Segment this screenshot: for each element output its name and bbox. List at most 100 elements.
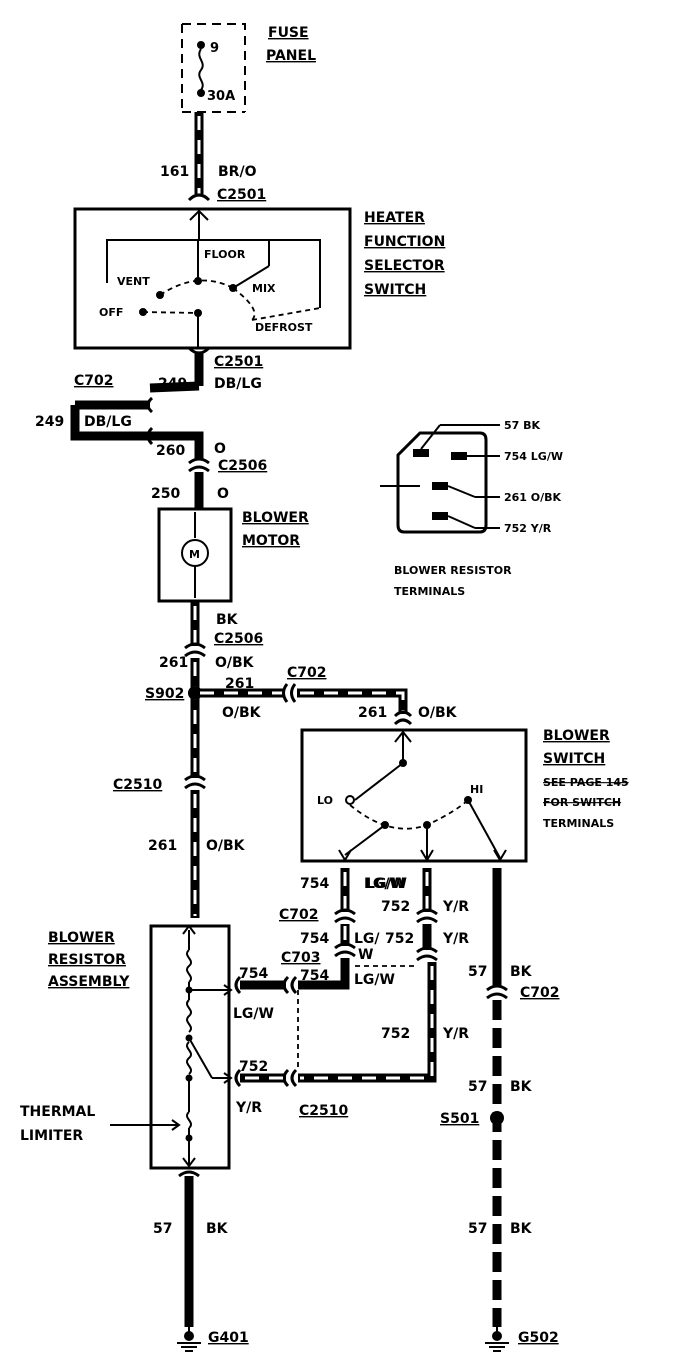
resistor-terminal-0: 57 BK (504, 419, 541, 432)
wire-57-number-b: 57 (468, 1079, 487, 1095)
blower-motor-title-line1: BLOWER (242, 510, 309, 526)
ground-g502-label: G502 (518, 1330, 559, 1346)
thermal-limiter-line1: THERMAL (20, 1104, 95, 1120)
heater-switch-title-1: FUNCTION (364, 234, 445, 250)
ground-g401-label: G401 (208, 1330, 249, 1346)
fuse-panel-title-line1: FUSE (268, 25, 309, 41)
wire-752-color-b: Y/R (442, 931, 469, 947)
splice-s501-dot (490, 1111, 504, 1125)
wire-249-color: DB/LG (214, 376, 262, 392)
blower-switch-title-line2: SWITCH (543, 751, 605, 767)
wire-261-number-b: 261 (225, 676, 254, 692)
wire-752-number-d: 752 (239, 1059, 268, 1075)
fuse-panel: 9 30A FUSE PANEL (181, 23, 316, 113)
wire-249-number: 249 (158, 376, 187, 392)
wire-57-color-b: BK (510, 1079, 533, 1095)
wire-754-color-c: LG/W (354, 972, 395, 988)
wire-754-number-b: 754 (300, 931, 329, 947)
wire-752-color-a: Y/R (442, 899, 469, 915)
connector-c2501-top: C2501 (217, 187, 266, 203)
wire-261-number-c: 261 (358, 705, 387, 721)
wire-752: LG/W 752 Y/R 752 Y/R 752 Y/R C2510 752 Y… (234, 868, 469, 1119)
wire-261-color-c: O/BK (418, 705, 458, 721)
connector-c2501-bottom: C2501 (214, 354, 263, 370)
wire-57-number-a: 57 (468, 964, 487, 980)
wire-261-color-b: O/BK (222, 705, 262, 721)
heater-switch-title-0: HEATER (364, 210, 425, 226)
wire-752-number-c: 752 (381, 1026, 410, 1042)
connector-c2510-752: C2510 (299, 1103, 348, 1119)
wire-754-color-top-row: LG/W (366, 876, 407, 892)
motor-symbol: M (189, 548, 200, 561)
blower-switch-hi: HI (470, 783, 483, 796)
ground-g502: G502 (485, 1327, 559, 1352)
resistor-terminals-title-line1: BLOWER RESISTOR (394, 564, 512, 577)
wire-motor-bk: BK C2506 (184, 601, 263, 658)
fuse-panel-title-line2: PANEL (266, 48, 316, 64)
resistor-terminal-2: 261 O/BK (504, 491, 562, 504)
blower-switch-note-line3: TERMINALS (543, 817, 614, 830)
wire-261-number-d: 261 (148, 838, 177, 854)
wire-261-color-d: O/BK (206, 838, 246, 854)
wire-754-number-d: 754 (239, 966, 268, 982)
wire-754-number-c: 754 (300, 968, 329, 984)
wire-752-number-a: 752 (381, 899, 410, 915)
wire-752-color-d: Y/R (235, 1100, 262, 1116)
connector-c702-261: C702 (287, 665, 327, 681)
wire-261: 261 O/BK S902 261 O/BK C702 261 O/BK C25… (113, 655, 458, 918)
wire-754: 754 LG/W C702 754 LG/ W C703 754 LG/W 75… (233, 868, 405, 1070)
blower-switch: LO HI BLOWER SWITCH SEE PAGE 145 FOR SWI… (300, 728, 629, 863)
switch-pos-floor: FLOOR (204, 248, 246, 261)
blower-switch-note-line2: FOR SWITCH (543, 796, 621, 809)
wire-754-color-a: LG/W (364, 876, 405, 892)
resistor-assembly-title-0: BLOWER (48, 930, 115, 946)
wire-161-number: 161 (160, 164, 189, 180)
connector-c2506-top: C2506 (218, 458, 267, 474)
wire-754-color-d: LG/W (233, 1006, 274, 1022)
connector-c702-57: C702 (520, 985, 560, 1001)
wire-754-color-top: LG/ (354, 931, 380, 947)
heater-switch-title-3: SWITCH (364, 282, 426, 298)
ground-icon-left (184, 1331, 194, 1341)
wire-260-color: O (214, 441, 226, 457)
switch-pos-defrost: DEFROST (255, 321, 313, 334)
splice-s501: S501 (440, 1111, 479, 1127)
connector-c702-249: C702 (74, 373, 114, 389)
wire-motor-bk-color: BK (216, 612, 239, 628)
wire-249-number-left: 249 (35, 414, 64, 430)
heater-function-selector-switch: FLOOR VENT MIX OFF DEFROST HEATER FUNCTI… (73, 207, 445, 350)
wire-57-right: 57 BK C702 57 BK S501 57 BK (440, 868, 560, 1327)
blower-motor-title-line2: MOTOR (242, 533, 300, 549)
blower-resistor-terminals: 57 BK 754 LG/W 261 O/BK 752 Y/R BLOWER R… (380, 419, 563, 598)
blower-switch-title-line1: BLOWER (543, 728, 610, 744)
resistor-terminal-1: 754 LG/W (504, 450, 563, 463)
blower-resistor-assembly: BLOWER RESISTOR ASSEMBLY THERMAL LIMITER (20, 924, 233, 1170)
fuse-rating: 30A (207, 89, 235, 104)
switch-pos-off: OFF (99, 306, 123, 319)
blower-switch-note-line1: SEE PAGE 145 (543, 776, 629, 789)
resistor-terminal-3: 752 Y/R (504, 522, 552, 535)
heater-switch-title-2: SELECTOR (364, 258, 445, 274)
connector-c703: C703 (281, 950, 321, 966)
fuse-number: 9 (210, 41, 219, 56)
blower-motor: M BLOWER MOTOR (157, 507, 309, 603)
wire-754-color-bottom: W (358, 947, 373, 963)
wire-261-number-a: 261 (159, 655, 188, 671)
wire-752-number-b: 752 (385, 931, 414, 947)
connector-c2506-bottom: C2506 (214, 631, 263, 647)
wire-754-number-a: 754 (300, 876, 329, 892)
wire-250-number: 250 (151, 486, 180, 502)
switch-pos-vent: VENT (117, 275, 150, 288)
wire-57-left-number: 57 (153, 1221, 172, 1237)
ground-g401: G401 (177, 1327, 249, 1352)
wire-250-color: O (217, 486, 229, 502)
wire-249: 249 DB/LG C702 DB/LG 249 (35, 352, 262, 446)
ground-icon-right (492, 1331, 502, 1341)
wire-57-left-color: BK (206, 1221, 229, 1237)
wire-249-color-box: DB/LG (84, 414, 132, 430)
connector-c2510-261: C2510 (113, 777, 162, 793)
wire-260: 260 O C2506 (150, 431, 267, 474)
splice-s902: S902 (145, 686, 184, 702)
wire-261-color-a: O/BK (215, 655, 255, 671)
